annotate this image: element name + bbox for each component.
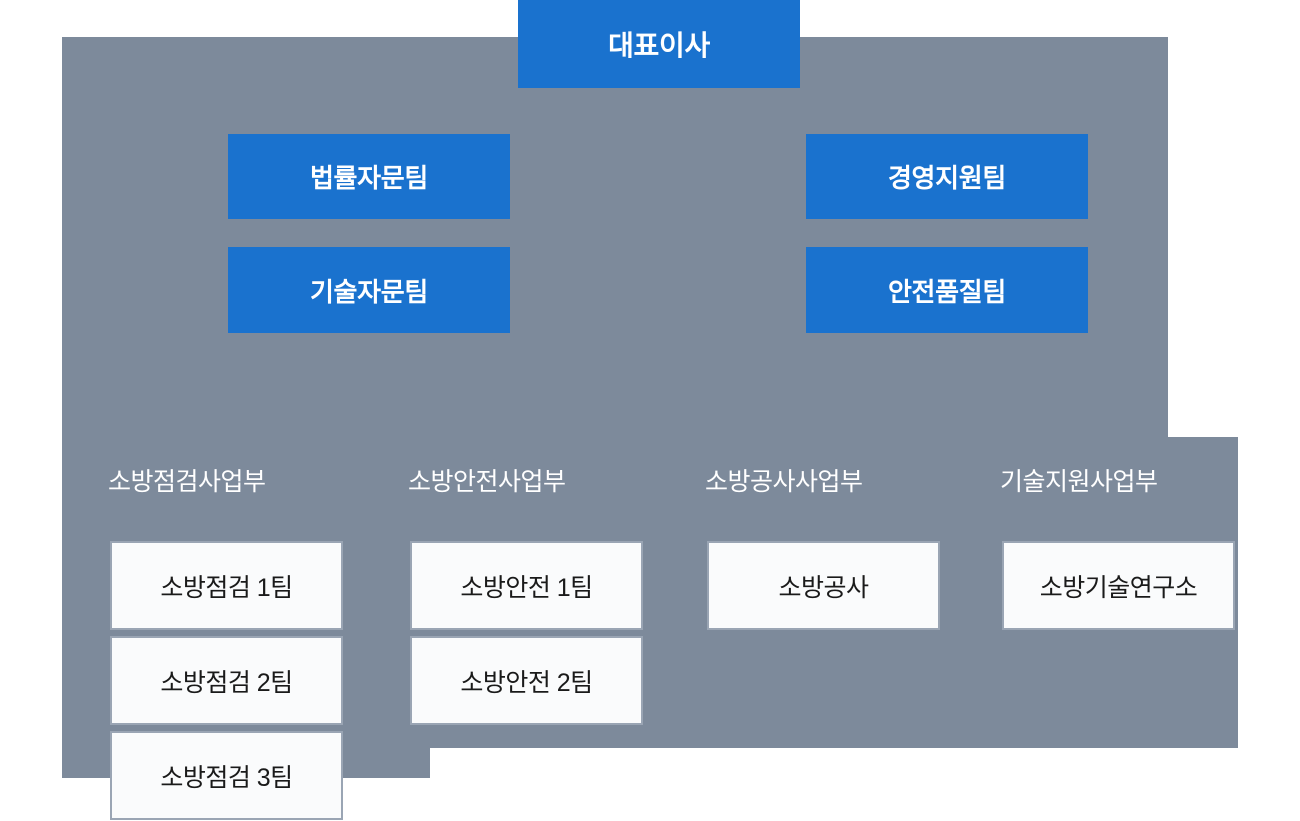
node-management-support-team[interactable]: 경영지원팀 — [806, 134, 1088, 219]
team-box-construction[interactable]: 소방공사 — [707, 541, 940, 630]
node-technical-advisory-team[interactable]: 기술자문팀 — [228, 247, 510, 333]
team-box-safety-1[interactable]: 소방안전 1팀 — [410, 541, 643, 630]
backdrop-bottom-right-notch — [1080, 748, 1240, 821]
team-box-safety-2[interactable]: 소방안전 2팀 — [410, 636, 643, 725]
node-legal-advisory-team[interactable]: 법률자문팀 — [228, 134, 510, 219]
team-box-research-institute[interactable]: 소방기술연구소 — [1002, 541, 1235, 630]
team-box-inspection-2[interactable]: 소방점검 2팀 — [110, 636, 343, 725]
division-header-3: 소방공사사업부 — [705, 468, 863, 496]
division-header-2: 소방안전사업부 — [408, 468, 566, 496]
division-header-1: 소방점검사업부 — [108, 468, 266, 496]
node-safety-quality-team[interactable]: 안전품질팀 — [806, 247, 1088, 333]
division-header-4: 기술지원사업부 — [1000, 468, 1158, 496]
team-box-inspection-3[interactable]: 소방점검 3팀 — [110, 731, 343, 820]
team-box-inspection-1[interactable]: 소방점검 1팀 — [110, 541, 343, 630]
backdrop-bottom-notch — [430, 748, 1082, 821]
node-ceo[interactable]: 대표이사 — [518, 0, 800, 88]
